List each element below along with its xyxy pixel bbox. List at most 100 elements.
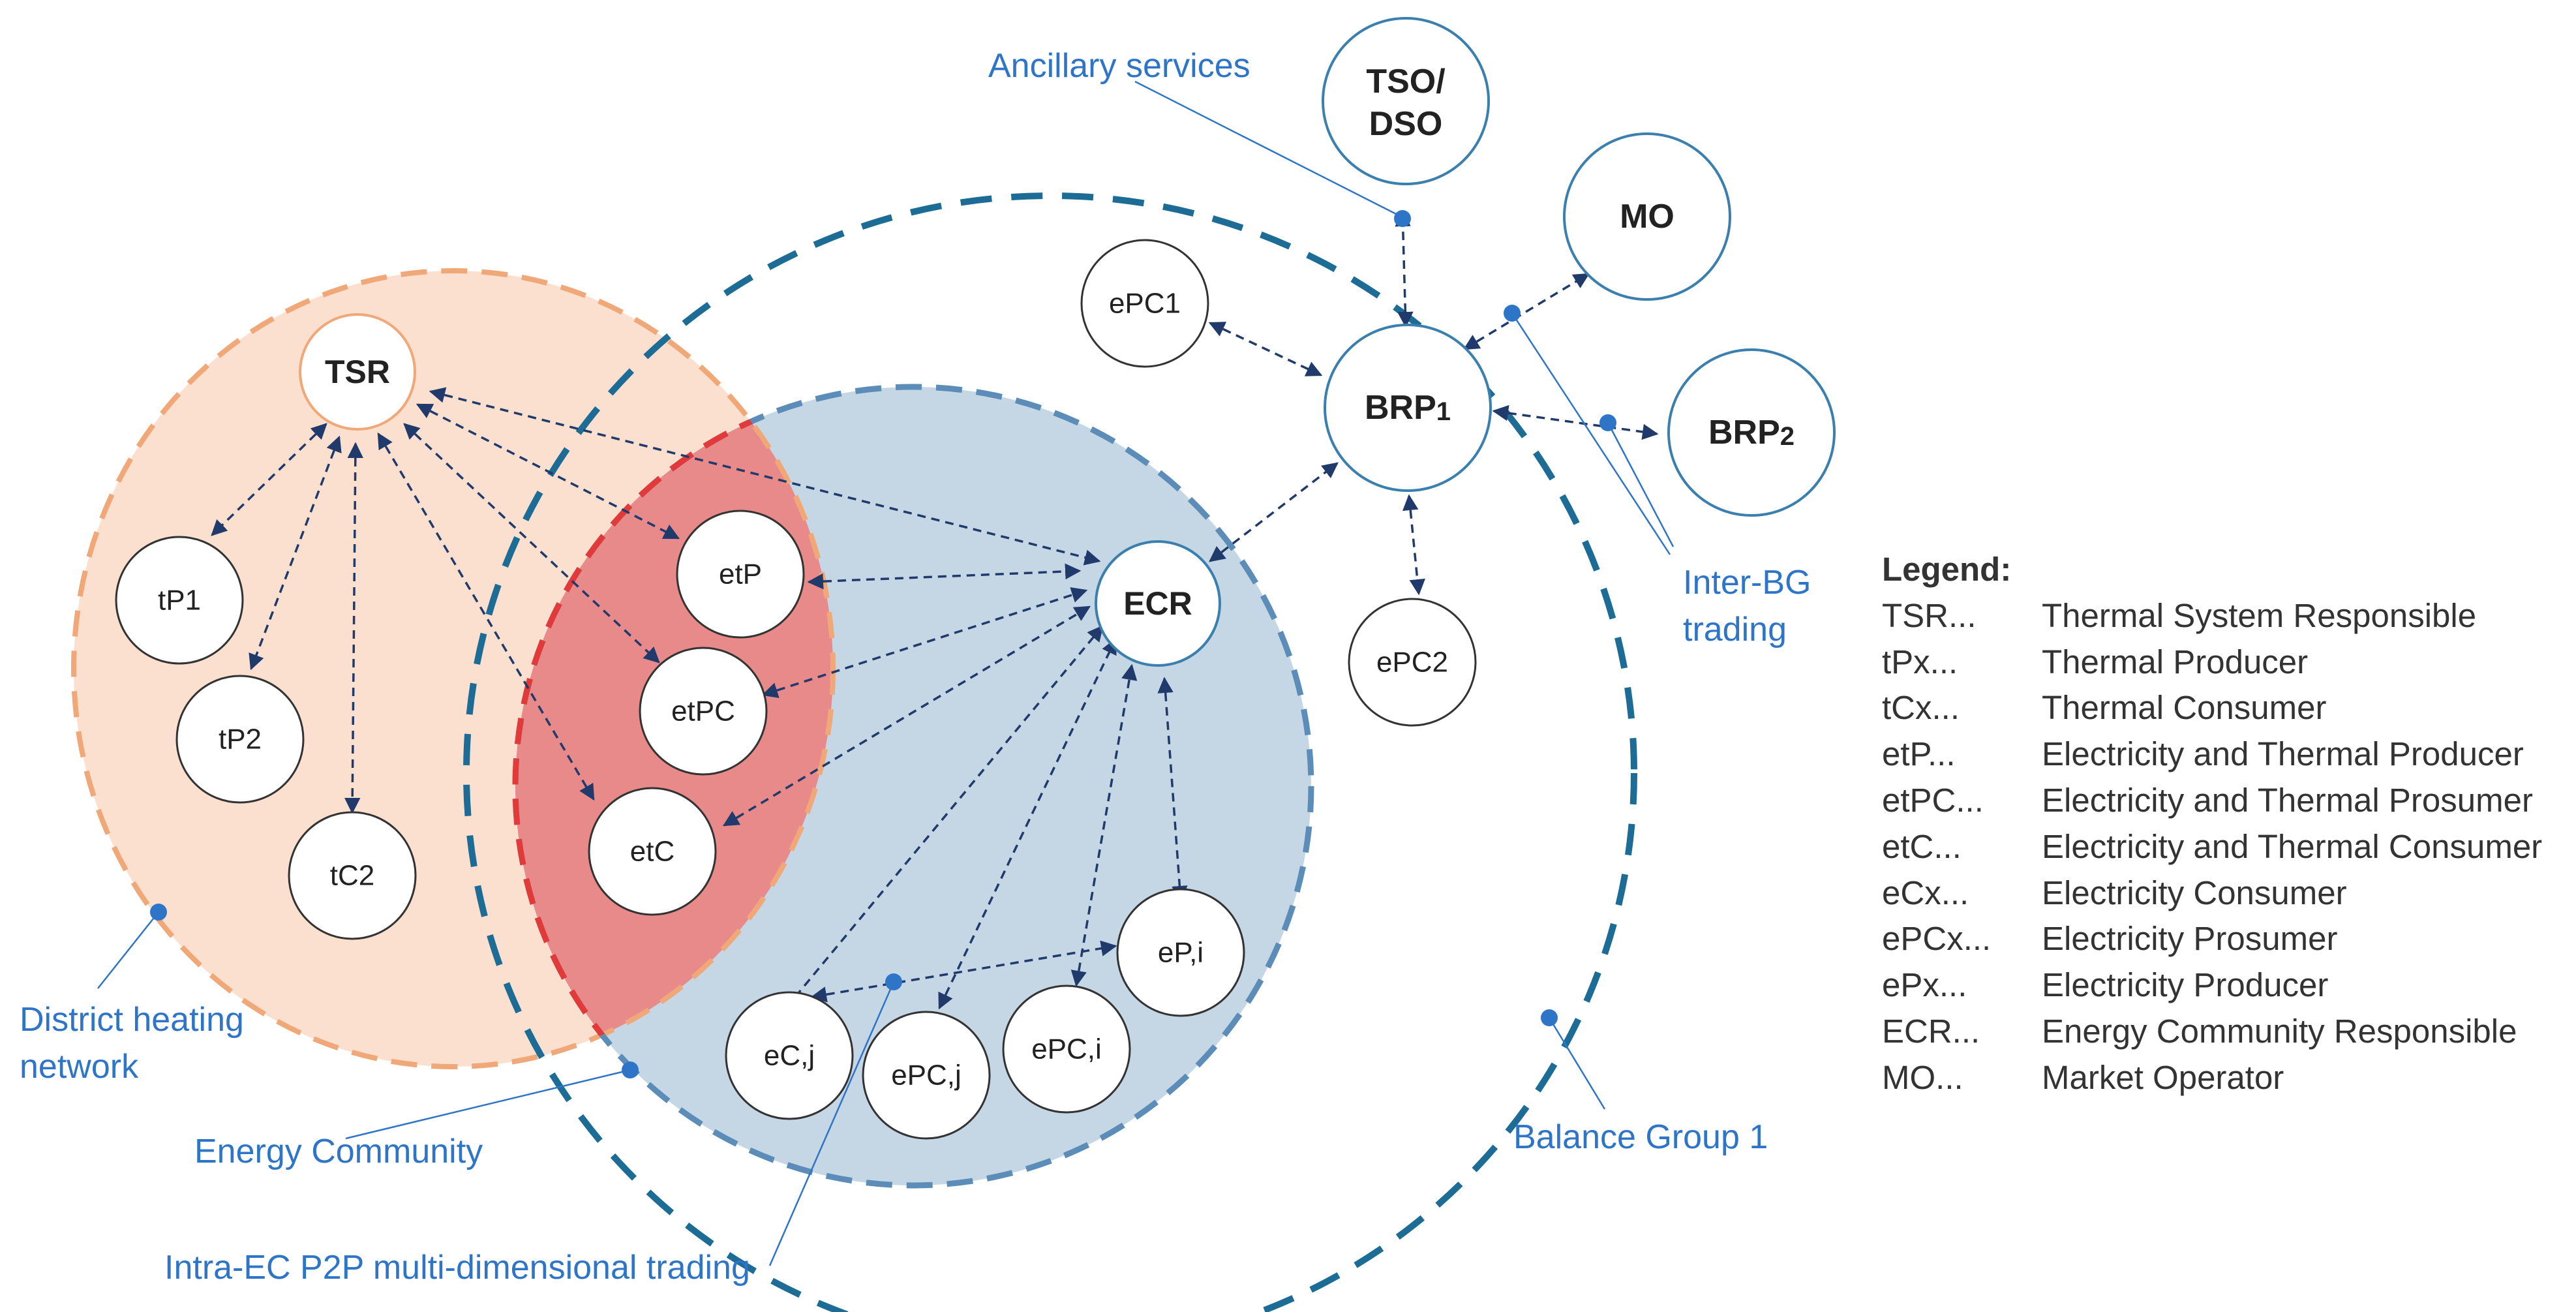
legend-abbr: MO... <box>1882 1058 1963 1096</box>
node-epci: ePC,i <box>1002 984 1131 1114</box>
balance-group-boundary <box>463 192 1637 1312</box>
arrow-brp1-epc2 <box>1402 494 1425 596</box>
arrow-epc1-brp1 <box>1208 322 1323 376</box>
label-balance-group: Balance Group 1 <box>1513 1118 1768 1156</box>
node-brp1: BRP1 <box>1324 324 1492 492</box>
svg-text:BRP1: BRP1 <box>1365 389 1451 427</box>
svg-text:TSR: TSR <box>325 354 390 390</box>
legend-desc: Thermal Consumer <box>2042 689 2327 727</box>
svg-text:ePC1: ePC1 <box>1109 288 1181 320</box>
label-inter-bg-line2: trading <box>1683 611 1787 648</box>
legend-abbr: TSR... <box>1882 596 1977 634</box>
node-mo: MO <box>1563 132 1731 301</box>
dot-inter-bg-brp2 <box>1599 414 1616 431</box>
svg-text:TSO/: TSO/ <box>1366 63 1445 100</box>
arrow-brp1-tso <box>1395 210 1414 328</box>
energy-community-boundary <box>512 384 1314 1189</box>
node-brp2: BRP2 <box>1667 348 1836 517</box>
legend-row: etPC...Electricity and Thermal Prosumer <box>1882 778 2542 824</box>
legend-row: etC... Electricity and Thermal Consumer <box>1882 824 2542 870</box>
label-dhn-line2: network <box>20 1048 139 1086</box>
connector-ancillary <box>1134 80 1403 219</box>
label-intra-ec-trading: Intra-EC P2P multi-dimensional trading <box>164 1249 750 1287</box>
legend-title: Legend: <box>1882 551 2012 588</box>
node-tp2: tP2 <box>175 675 305 804</box>
node-epc1: ePC1 <box>1080 239 1209 368</box>
legend-row: ePx... Electricity Producer <box>1882 962 2542 1009</box>
legend-row: tCx... Thermal Consumer <box>1882 685 2542 731</box>
svg-text:MO: MO <box>1620 198 1674 236</box>
connector-balance-group <box>1548 1017 1606 1110</box>
dot-ancillary <box>1394 210 1411 227</box>
node-tp1: tP1 <box>115 536 244 665</box>
node-ecj: eC,j <box>725 991 854 1120</box>
legend-desc: Electricity Producer <box>2042 966 2329 1004</box>
dot-dhn <box>150 904 167 921</box>
annotation-connectors <box>97 80 1674 1266</box>
legend-abbr: ePCx... <box>1882 920 1992 958</box>
node-ecr: ECR <box>1095 540 1221 667</box>
arrow-etp-ecr <box>807 563 1082 590</box>
arrow-ecj-epi <box>810 940 1117 1003</box>
label-inter-bg-line1: Inter-BG <box>1683 564 1811 602</box>
legend-desc: Electricity and Thermal Producer <box>2042 735 2524 773</box>
svg-text:etC: etC <box>630 836 674 868</box>
legend-row: tPx... Thermal Producer <box>1882 639 2542 686</box>
node-epi: eP,i <box>1116 888 1245 1017</box>
legend-row: etP...Electricity and Thermal Producer <box>1882 731 2542 778</box>
legend-abbr: tCx... <box>1882 689 1960 727</box>
legend-desc: Electricity Prosumer <box>2042 920 2338 958</box>
connector-inter-bg-a <box>1511 313 1671 555</box>
node-epcj: ePC,j <box>862 1011 991 1140</box>
arrow-tsr-ecr <box>429 387 1101 566</box>
legend-desc: Thermal System Responsible <box>2042 596 2477 634</box>
svg-text:etPC: etPC <box>671 695 735 727</box>
arrow-brp1-mo <box>1462 273 1590 350</box>
legend-desc: Energy Community Responsible <box>2042 1012 2517 1050</box>
svg-text:tC2: tC2 <box>330 860 374 892</box>
legend-desc: Electricity Consumer <box>2042 874 2347 911</box>
svg-text:eP,i: eP,i <box>1158 937 1204 969</box>
connector-energy-community <box>345 1069 631 1140</box>
arrow-brp1-brp2 <box>1492 404 1659 440</box>
legend: Legend: TSR... Thermal System Responsible… <box>1882 547 2542 1101</box>
node-etpc: etPC <box>639 647 768 776</box>
connector-inter-bg-b <box>1607 422 1674 547</box>
legend-row: eCx...Electricity Consumer <box>1882 870 2542 917</box>
legend-row: TSR... Thermal System Responsible <box>1882 593 2542 639</box>
legend-abbr: ECR... <box>1882 1012 1980 1050</box>
node-tc2: tC2 <box>288 811 417 940</box>
node-etc: etC <box>588 787 717 916</box>
arrow-tsr-tc2 <box>344 442 364 814</box>
dot-balance-group <box>1541 1009 1558 1026</box>
svg-text:tP2: tP2 <box>219 724 262 755</box>
arrow-tsr-tp2 <box>249 435 342 671</box>
svg-text:ECR: ECR <box>1123 585 1192 622</box>
svg-text:ePC,j: ePC,j <box>891 1060 962 1091</box>
legend-abbr: tPx... <box>1882 643 1958 680</box>
svg-text:tP1: tP1 <box>158 585 201 617</box>
svg-text:BRP2: BRP2 <box>1708 414 1795 451</box>
arrow-epci-ecr <box>1070 664 1138 987</box>
svg-text:ePC,i: ePC,i <box>1031 1033 1102 1065</box>
node-tso-dso: TSO/ DSO <box>1322 17 1490 185</box>
node-tsr: TSR <box>299 313 416 431</box>
node-etp: etP <box>676 510 805 639</box>
label-dhn-line1: District heating <box>20 1001 244 1039</box>
legend-desc: Thermal Producer <box>2042 643 2309 680</box>
node-epc2: ePC2 <box>1348 598 1477 727</box>
svg-text:eC,j: eC,j <box>764 1040 815 1072</box>
dot-energy-community <box>622 1061 639 1078</box>
dot-intra-ec <box>885 973 902 990</box>
legend-abbr: ePx... <box>1882 966 1967 1004</box>
legend-abbr: etC... <box>1882 827 1962 865</box>
legend-row: ePCx... Electricity Prosumer <box>1882 916 2542 962</box>
arrow-ecr-brp1 <box>1209 462 1339 562</box>
legend-desc: Electricity and Thermal Consumer <box>2042 827 2543 865</box>
legend-abbr: etPC... <box>1882 781 1984 819</box>
svg-text:etP: etP <box>719 558 762 590</box>
dot-inter-bg-mo <box>1504 305 1521 322</box>
annotation-dots <box>150 210 1616 1078</box>
label-energy-community: Energy Community <box>194 1133 483 1170</box>
